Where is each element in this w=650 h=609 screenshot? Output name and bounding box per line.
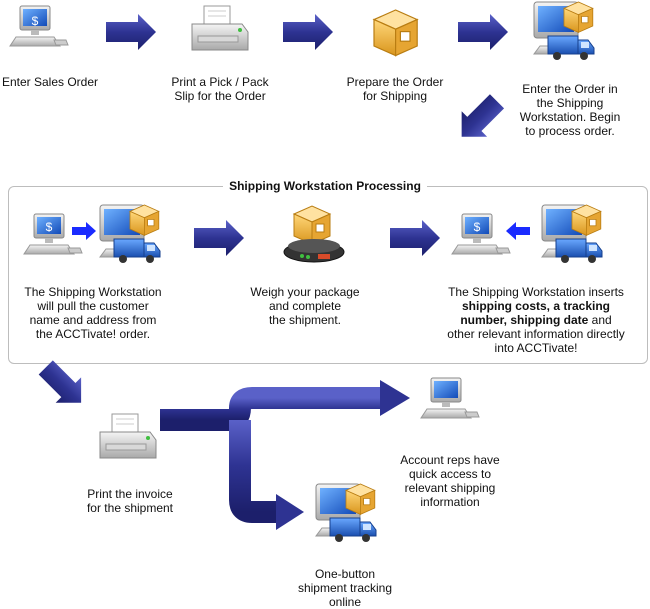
dollar-sign: $: [32, 14, 39, 28]
scale-icon: [283, 205, 345, 263]
text-inserts: The Shipping Workstation inserts shippin…: [447, 285, 625, 355]
pc-icon: [420, 377, 480, 419]
workstation-icon: [315, 483, 377, 543]
pc-icon: $: [9, 5, 69, 47]
step-enter-sales-order: Enter Sales Order: [1, 75, 99, 89]
dollar-sign: $: [46, 220, 53, 234]
pc-icon: $: [23, 213, 83, 255]
small-arrow-icon: [72, 222, 96, 240]
small-arrow-icon: [506, 222, 530, 240]
panel-title: Shipping Workstation Processing: [0, 179, 650, 193]
dollar-sign: $: [474, 220, 481, 234]
pc-icon: $: [451, 213, 511, 255]
